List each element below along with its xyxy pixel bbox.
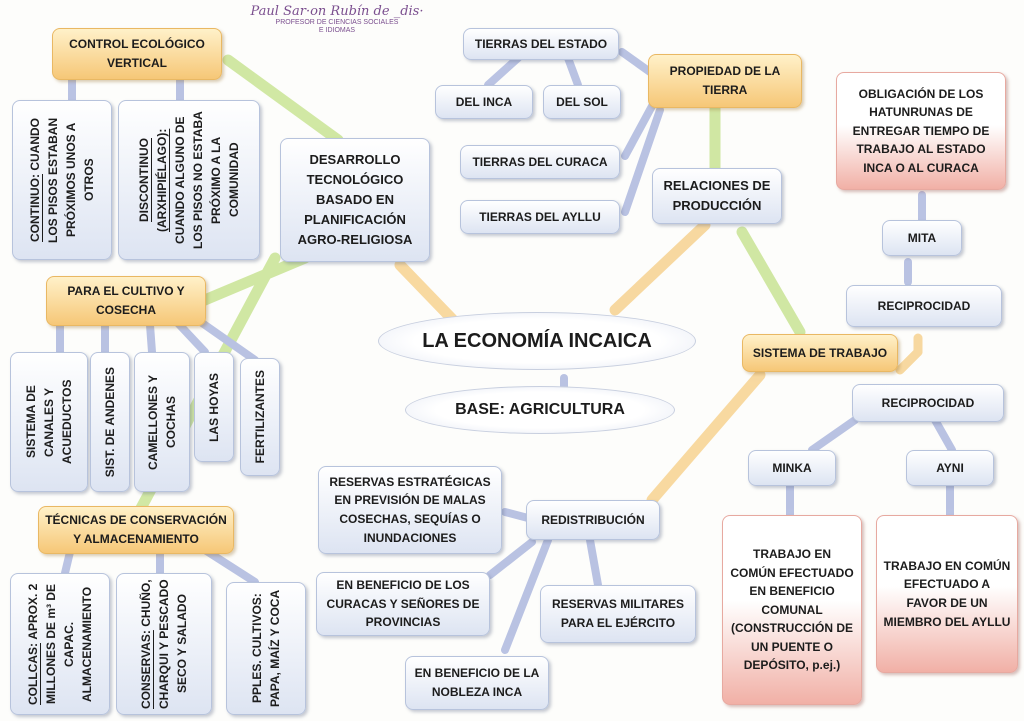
reciprocidad-box: RECIPROCIDAD (852, 384, 1004, 422)
obligacion-box: OBLIGACIÓN DE LOS HATUNRUNAS DE ENTREGAR… (836, 72, 1006, 190)
ayni-box: AYNI (906, 450, 994, 486)
tierras-estado-box: TIERRAS DEL ESTADO (463, 28, 619, 60)
base-label: BASE: AGRICULTURA (455, 401, 625, 418)
discontinuo-term: DISCONTINUO (ARXHIPIÉLAGO): (137, 128, 169, 232)
arrow (484, 54, 522, 89)
main-title-ellipse: LA ECONOMÍA INCAICA (378, 312, 696, 370)
relaciones-box: RELACIONES DE PRODUCCIÓN (652, 168, 782, 224)
discontinuo-box: DISCONTINUO (ARXHIPIÉLAGO): CUANDO ALGUN… (118, 100, 260, 260)
arrow (501, 536, 552, 654)
arrow (586, 536, 602, 589)
arrow (808, 416, 859, 454)
collcas-box: COLLCAS: APROX. 2 MILLONES DE m³ DE CAPA… (10, 573, 110, 715)
cultivo-item-hoyas: LAS HOYAS (194, 352, 234, 462)
arrow (618, 48, 654, 76)
del-inca-box: DEL INCA (435, 85, 533, 119)
arrow (146, 321, 156, 356)
cultivo-item-canales: SISTEMA DE CANALES Y ACUEDUCTOS (10, 352, 88, 492)
sistema-trabajo-box: SISTEMA DE TRABAJO (742, 334, 898, 372)
arrow (931, 416, 956, 454)
del-sol-box: DEL SOL (543, 85, 621, 119)
arrow (736, 226, 806, 338)
conservas-box: CONSERVAS: CHUÑO, CHARQUI Y PESCADO SECO… (116, 573, 212, 715)
cultivos-box: PPLES. CULTIVOS: PAPA, MAÍZ Y COCA (226, 582, 306, 715)
arrow (646, 369, 766, 506)
arrow (501, 508, 532, 522)
base-ellipse: BASE: AGRICULTURA (405, 386, 675, 434)
reservas-estrategicas-box: RESERVAS ESTRATÉGICAS EN PREVISIÓN DE MA… (318, 466, 502, 554)
arrow (222, 54, 344, 146)
arrow (201, 546, 259, 586)
arrow (621, 106, 664, 216)
cultivo-item-camellones: CAMELLONES Y COCHAS (134, 352, 190, 492)
arrow (61, 548, 74, 577)
arrow (486, 538, 536, 579)
continuo-term: CONTINUO: (28, 174, 42, 243)
tierras-ayllu-box: TIERRAS DEL AYLLU (460, 200, 620, 234)
propiedad-box: PROPIEDAD DE LA TIERRA (648, 54, 802, 108)
cultivo-item-fertilizantes: FERTILIZANTES (240, 358, 280, 476)
arrow (394, 259, 461, 328)
arrow (194, 252, 311, 308)
tecnicas-box: TÉCNICAS DE CONSERVACIÓN Y ALMACENAMIENT… (38, 506, 234, 554)
beneficio-nobleza-box: EN BENEFICIO DE LA NOBLEZA INCA (405, 656, 549, 710)
author-title-line2: E IDIOMAS (318, 27, 356, 35)
ayni-desc-box: TRABAJO EN COMÚN EFECTUADO A FAVOR DE UN… (876, 515, 1018, 673)
collcas-term: COLLCAS: (26, 642, 40, 705)
redistribucion-box: REDISTRIBUCIÓN (526, 500, 660, 540)
arrow (609, 219, 711, 316)
main-title: LA ECONOMÍA INCAICA (422, 329, 652, 352)
continuo-box: CONTINUO: CUANDO LOS PISOS ESTABAN PRÓXI… (12, 100, 112, 260)
arrow (191, 314, 259, 364)
arrow (564, 54, 582, 89)
desarrollo-box: DESARROLLO TECNOLÓGICO BASADO EN PLANIFI… (280, 138, 430, 262)
cultivo-box: PARA EL CULTIVO Y COSECHA (46, 276, 206, 326)
cultivo-item-andenes: SIST. DE ANDENES (90, 352, 130, 492)
minka-desc-box: TRABAJO EN COMÚN EFECTUADO EN BENEFICIO … (722, 515, 862, 705)
minka-box: MINKA (748, 450, 836, 486)
control-ecologico-box: CONTROL ECOLÓGICO VERTICAL (52, 28, 222, 80)
reciprocidad-top-box: RECIPROCIDAD (846, 285, 1002, 327)
author-title-line1: PROFESOR DE CIENCIAS SOCIALES (275, 19, 399, 26)
reservas-militares-box: RESERVAS MILITARES PARA EL EJÉRCITO (540, 585, 696, 643)
beneficio-curacas-box: EN BENEFICIO DE LOS CURACAS Y SEÑORES DE… (316, 572, 490, 636)
mita-box: MITA (882, 220, 962, 256)
conservas-term: CONSERVAS: (139, 629, 153, 709)
author-name: Paul Sar·on Rubín de _dis· (250, 4, 424, 19)
tierras-curaca-box: TIERRAS DEL CURACA (460, 145, 620, 179)
discontinuo-text: CUANDO ALGUNO DE LOS PISOS NO ESTABA PRÓ… (173, 111, 241, 249)
author-signature: Paul Sar·on Rubín de _dis· PROFESOR DE C… (232, 4, 442, 36)
